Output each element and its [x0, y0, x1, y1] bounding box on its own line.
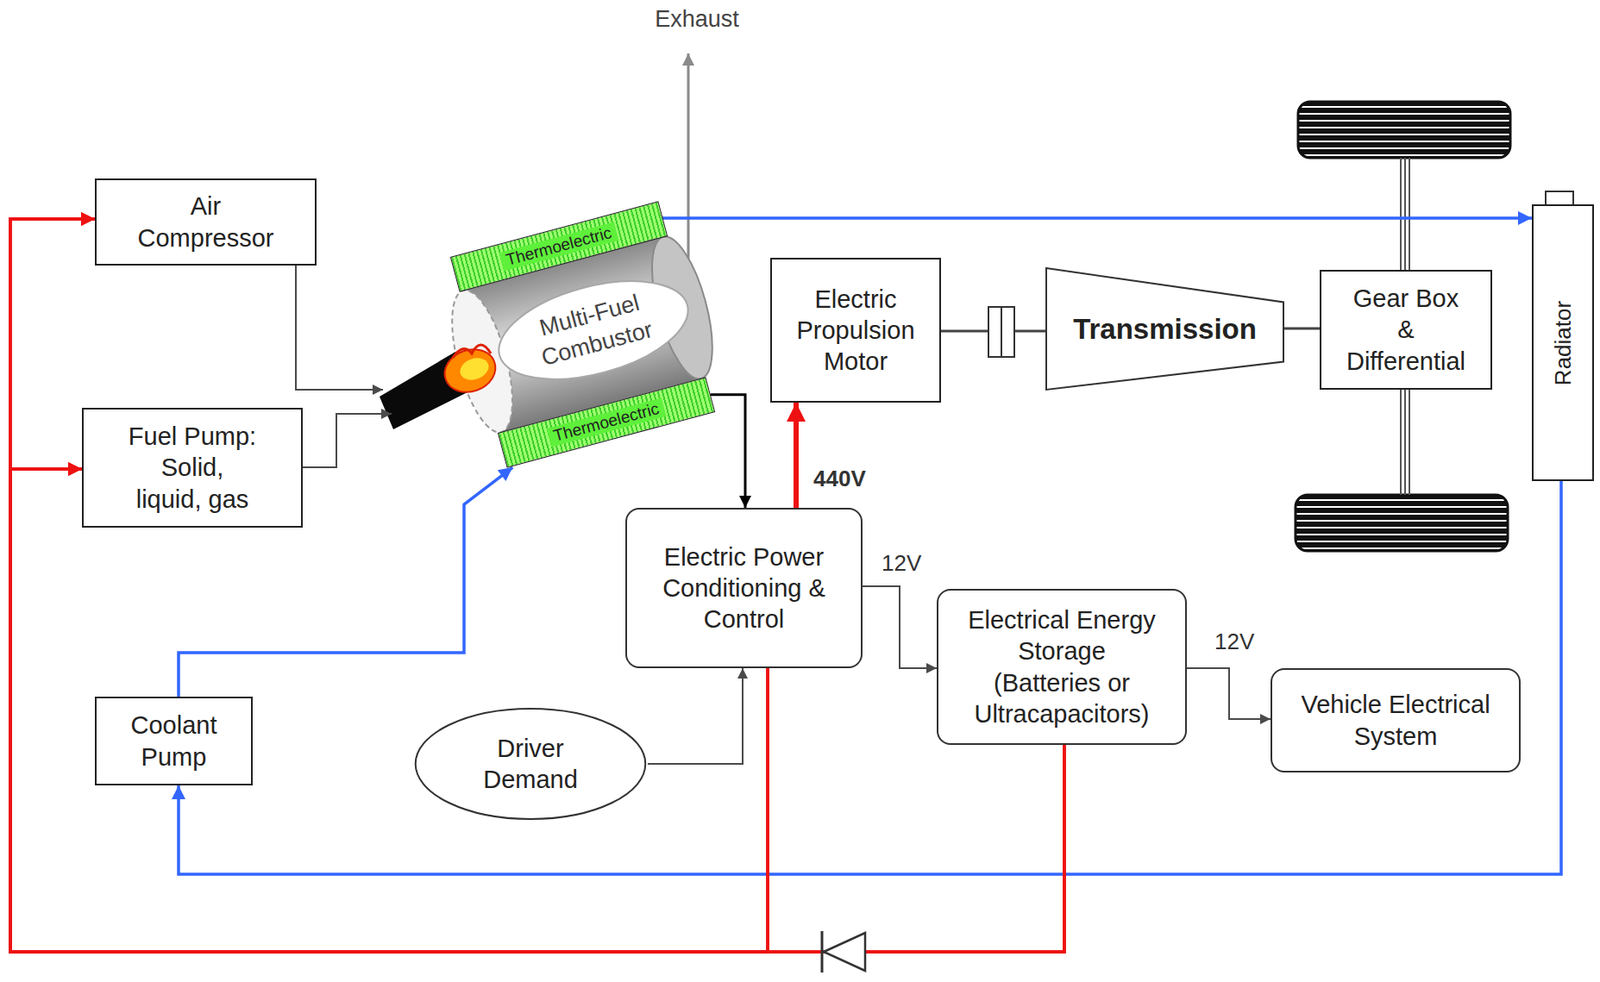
- coupling-symbol: [988, 307, 1015, 358]
- radiator-box: Radiator: [1531, 204, 1594, 482]
- node-text: Gear Box & Differential: [1343, 282, 1469, 377]
- ellipse-outline: [413, 707, 648, 822]
- diode-symbol: [821, 931, 866, 973]
- node-text: Coolant Pump: [109, 709, 239, 773]
- voltage-label: 440V: [810, 465, 869, 493]
- node-text: Electrical Energy Storage (Batteries or …: [965, 604, 1160, 730]
- voltage-label: 12V: [1211, 628, 1257, 656]
- annotation-label: Exhaust: [652, 5, 742, 33]
- node-text: Driver Demand: [465, 733, 596, 797]
- flame: [439, 342, 502, 400]
- system-box: Vehicle Electrical System: [1270, 668, 1521, 773]
- storage-box: Electrical Energy Storage (Batteries or …: [936, 589, 1187, 746]
- connector-arrow: [862, 586, 937, 669]
- connector-arrow: [647, 668, 743, 765]
- wheel: [1298, 101, 1511, 158]
- connector-arrow: [710, 395, 746, 509]
- shaft-line: [1283, 327, 1320, 331]
- radiator-cap: [1545, 191, 1574, 206]
- transmission-shape: Transmission: [1046, 268, 1284, 390]
- connectors: [10, 218, 1562, 953]
- process-box: Fuel Pump: Solid, liquid, gas: [81, 407, 303, 528]
- node-text: Transmission: [1072, 311, 1257, 347]
- node-text: Fuel Pump: Solid, liquid, gas: [126, 420, 258, 515]
- node-text: Vehicle Electrical System: [1283, 689, 1508, 753]
- connector-arrow: [295, 265, 383, 390]
- input-ellipse: Driver Demand: [413, 707, 648, 822]
- connector-arrow: [302, 414, 392, 468]
- connector-arrow: [793, 402, 799, 509]
- process-box: Coolant Pump: [94, 696, 253, 786]
- voltage-label: 12V: [878, 550, 924, 578]
- connector-arrow: [178, 481, 1562, 875]
- process-box: Electric Propulsion Motor: [770, 257, 942, 403]
- control-box: Electric Power Conditioning & Control: [625, 508, 863, 669]
- connector-arrow: [10, 219, 1065, 953]
- connector-arrow: [662, 216, 1532, 220]
- wheel: [1295, 495, 1508, 552]
- node-text: Air Compressor: [132, 190, 280, 254]
- connector-arrow: [1186, 668, 1271, 720]
- node-text: Electric Power Conditioning & Control: [640, 541, 848, 636]
- node-text: Radiator: [1549, 300, 1578, 385]
- connector-arrow: [10, 469, 1065, 953]
- process-box: Gear Box & Differential: [1319, 269, 1493, 390]
- process-box: Air Compressor: [94, 178, 317, 266]
- node-text: Electric Propulsion Motor: [782, 283, 929, 378]
